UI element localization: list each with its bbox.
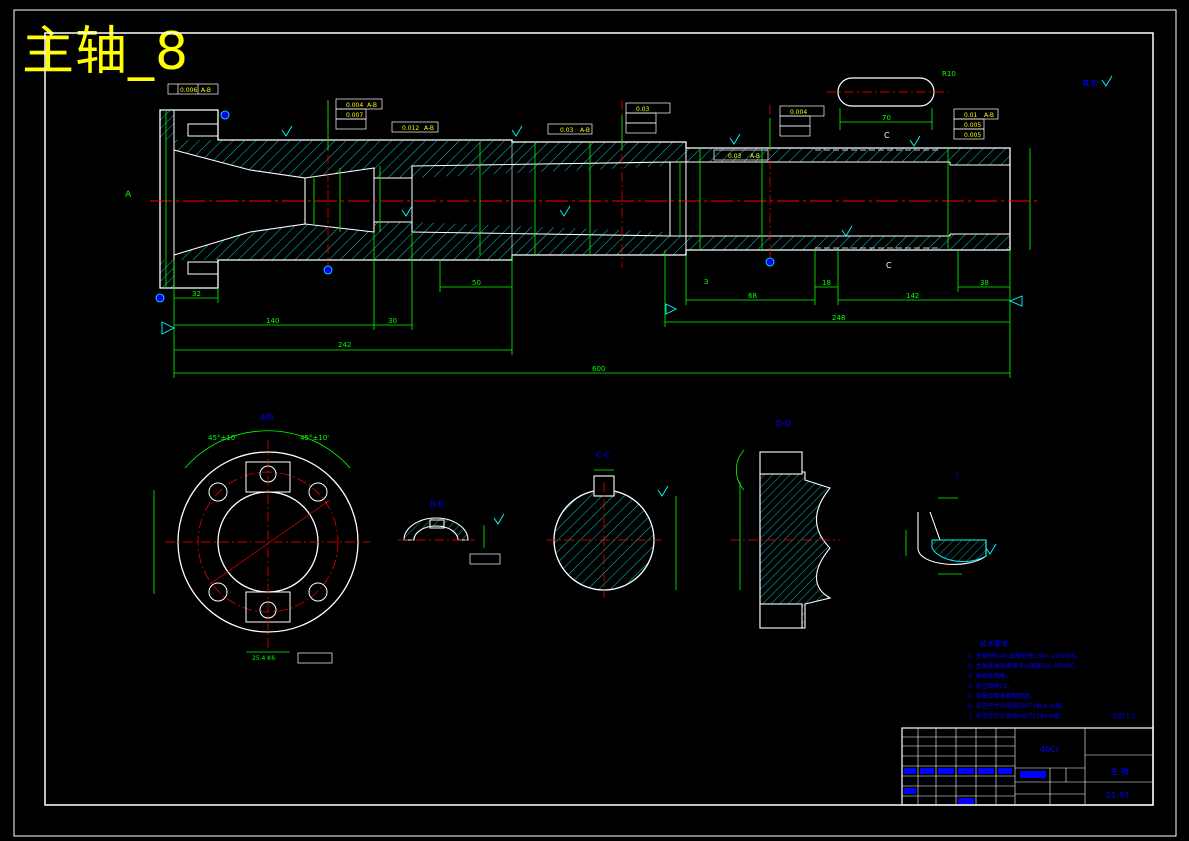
a-view-tol-frame [297,652,333,664]
dim-30: 30 [388,317,397,325]
title-block-drawing-number: 01-07 [1106,791,1129,800]
tech-req-item-3: 3. 轴肩处倒角。 [968,672,1012,680]
drawing-title: 主轴_8 [22,22,190,82]
tech-req-heading: 技术要求 [980,639,1008,648]
a-view-angle-left: 45°±10' [208,434,237,442]
upper-wall-hatch [174,140,1010,178]
d-d-section: D-D [730,419,840,629]
a-view-label: A向 [260,412,273,422]
title-block-frame [901,727,1154,806]
tol-center-1-value: 0.03 [560,127,574,134]
dim-32: 32 [192,290,201,298]
detail-i: I [905,471,987,575]
tol-right-3-value: 0.005 [964,132,981,139]
tol-keyway-value: 0.03 [728,153,742,160]
tech-req-item-2: 2. 主轴各轴颈表面淬火硬度50~55HRC。 [968,662,1081,670]
b-b-label: B-B [430,500,444,509]
technical-requirements: 技术要求 1. 主轴材料45,调质处理,190~220HBS。 2. 主轴各轴颈… [968,639,1136,720]
tol-center-1-datum: A-B [580,127,590,134]
tech-req-item-6: 6. 未注尺寸公差按GB/T1804-m级。 [968,702,1067,710]
flange-hole-bottom [187,261,219,275]
roughness-note: 其余 [1082,78,1098,88]
drawing-frame-outer [13,9,1177,837]
tech-req-item-7: 7. 未注形位公差按GB/T1184-K级。 [968,712,1065,720]
drawing-frame-inner [44,32,1154,806]
dim-18: 18 [822,279,831,287]
a-view-bottom-dim: 25.4 K6 [252,655,275,662]
tol-left-top-value: 0.006 [180,87,197,94]
label-c-top: C [884,131,890,140]
view-labels: C C [884,131,892,270]
detail-i-label: I [956,471,958,480]
d-d-label: D-D [776,419,791,428]
tol-mid-1-value: 0.004 [346,102,363,109]
b-b-slot [429,519,445,529]
d-d-body [759,471,832,629]
dim-keyway-70: 70 [882,114,891,122]
a-view-angle-arc [184,430,351,469]
main-dimensions [165,100,1031,378]
scale-label: 比例 1:2 [1112,712,1136,720]
datum-markers [155,110,775,303]
a-view-diag [209,499,331,585]
tol-mid-1-datum: A-B [367,102,377,109]
datum-triangles [161,295,1023,335]
b-b-section: B-B [398,500,501,565]
flange-hatch-top [160,110,174,140]
dim-142: 142 [906,292,919,300]
dim-248: 248 [832,314,845,322]
tol-mid-3-datum: A-B [424,125,434,132]
dim-68: 68 [748,292,757,300]
tol-keyway-datum: A-B [750,153,760,160]
dim-overall-length: 600 [592,365,605,373]
dim-38: 38 [980,279,989,287]
d-d-lower-hole [759,603,803,629]
tech-req-item-1: 1. 主轴材料45,调质处理,190~220HBS。 [968,652,1081,660]
dimension-texts: 600 242 248 140 30 142 68 18 50 38 32 3 … [125,70,989,373]
title-block-material: 40Cr [1040,745,1060,754]
tol-d-value: 0.004 [790,109,807,116]
b-b-tol-frame [469,553,501,565]
keyway-slot [837,77,935,107]
c-c-label: C-C [596,451,610,460]
tol-left-top-datum: A-B [201,87,211,94]
b-b-profile [403,517,469,541]
tol-right-2-value: 0.005 [964,122,981,129]
roughness-symbols [281,75,1113,555]
flange-hatch-bottom [160,260,174,288]
label-c-bottom: C [886,261,892,270]
d-d-upper-hole [759,451,803,475]
tol-mid-3-value: 0.012 [402,125,419,132]
tolerance-values: 0.006 A-B 0.004 A-B 0.007 0.012 A-B 0.03… [180,87,994,160]
flange-hole-top [187,123,219,137]
title-block: 40Cr 主 轴 01-07 [901,727,1154,806]
label-a-left: A [125,190,132,200]
dim-140: 140 [266,317,279,325]
dim-50: 50 [472,279,481,287]
tolerance-frames [167,83,999,161]
main-section-view [150,77,1040,289]
tol-mid-2-value: 0.007 [346,112,363,119]
tol-right-1-datum: A-B [984,112,994,119]
d-d-angle-arc [735,449,745,491]
tol-right-1-value: 0.01 [964,112,978,119]
dim-r10: R10 [942,70,956,78]
dim-3: 3 [704,278,708,286]
tech-req-item-5: 5. 各配合面表面粗糙度。 [968,692,1036,700]
lower-wall-hatch [174,222,1010,260]
c-c-section: C-C [546,451,677,598]
a-view-angle-right: 45°±10' [300,434,329,442]
detail-i-groove [931,539,987,562]
a-view: A向 45°±10' 45°±10' 25.4 K6 [153,412,370,664]
dim-242: 242 [338,341,351,349]
tech-req-item-4: 4. 未注倒角C1。 [968,682,1014,690]
tol-mid-b-value: 0.03 [636,106,650,113]
title-block-part-name: 主 轴 [1110,766,1129,776]
shaft-outer-contour [159,109,1011,289]
